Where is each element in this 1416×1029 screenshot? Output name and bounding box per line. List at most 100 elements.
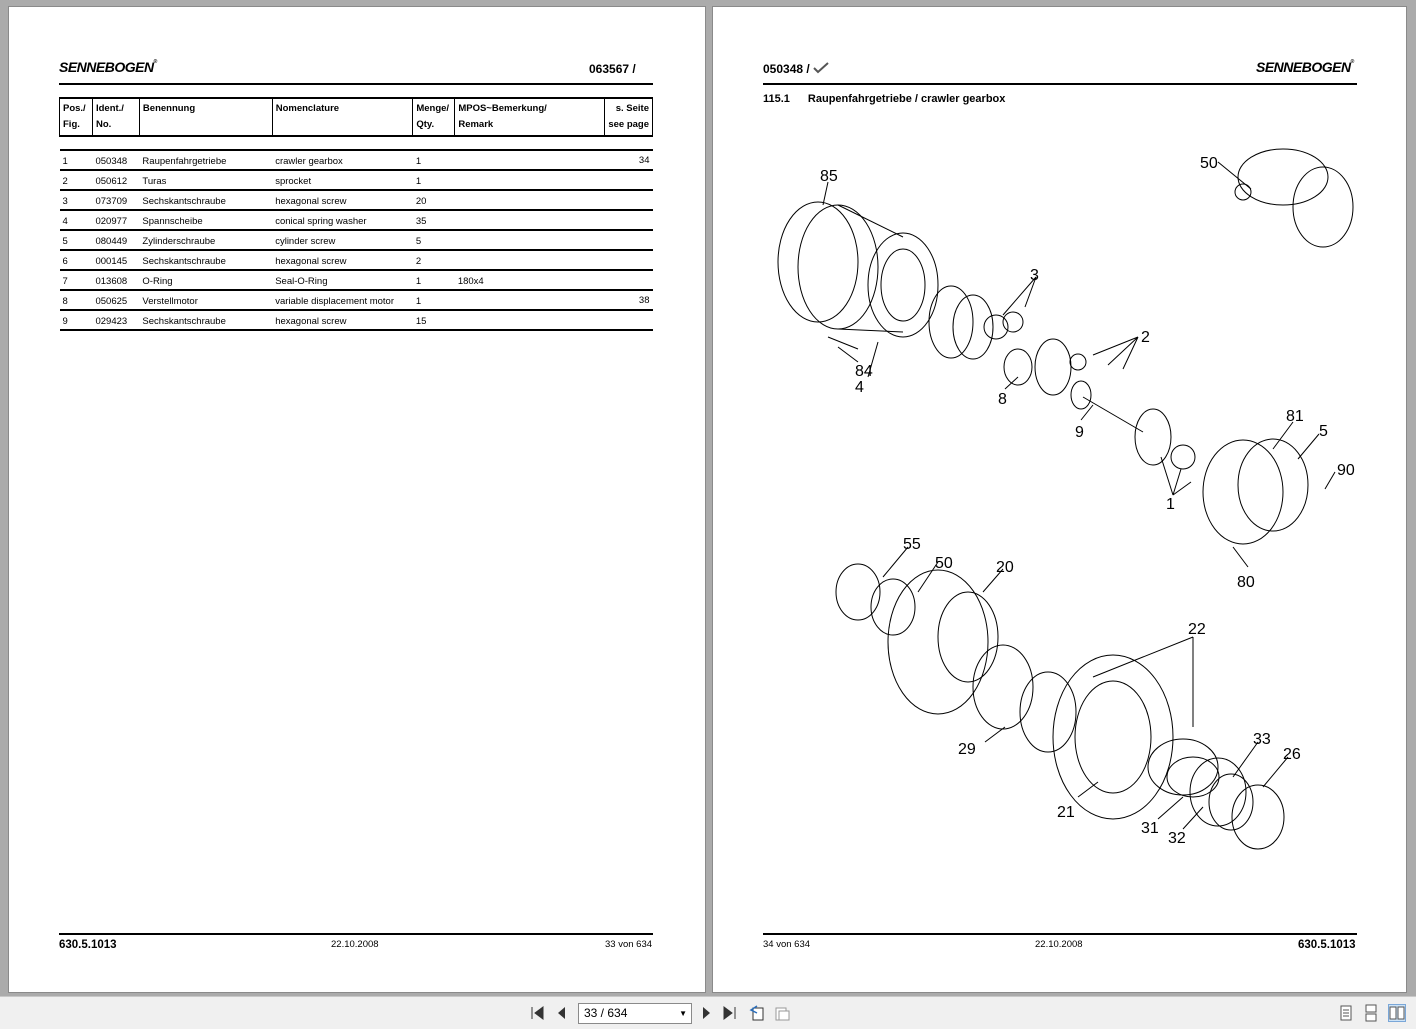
previous-view-button[interactable] <box>748 1004 766 1022</box>
cell-benennung: Zylinderschraube <box>139 230 273 251</box>
cell-see-page <box>604 230 653 251</box>
cell-qty: 20 <box>412 190 455 211</box>
callout-label: 3 <box>1030 267 1039 284</box>
callout-label: 8 <box>998 391 1007 408</box>
cell-benennung: O-Ring <box>139 270 273 291</box>
header-remark: MPOS~Bemerkung/Remark <box>454 97 605 137</box>
footer-page: 34 von 634 <box>763 939 811 950</box>
header-qty: Menge/Qty. <box>412 97 455 137</box>
cell-qty: 1 <box>412 290 455 311</box>
cell-see-page <box>604 210 653 231</box>
last-page-icon <box>723 1006 736 1020</box>
cell-qty: 15 <box>412 310 455 331</box>
cell-ident: 073709 <box>92 190 140 211</box>
cell-see-page[interactable]: 38 <box>604 290 653 311</box>
continuous-view-button[interactable] <box>1362 1004 1380 1022</box>
footer-page: 33 von 634 <box>605 939 653 950</box>
exploded-view-drawing: 85 50 3 2 84 4 8 9 81 5 90 1 80 55 50 20… <box>777 148 1355 850</box>
callout-label: 85 <box>820 168 838 185</box>
cell-remark: 180x4 <box>454 270 605 291</box>
callout-label: 26 <box>1283 746 1301 763</box>
previous-view-icon <box>749 1005 764 1021</box>
table-row: 7 013608 O-Ring Seal-O-Ring 1 180x4 <box>59 270 653 291</box>
table-row: 1 050348 Raupenfahrgetriebe crawler gear… <box>59 150 653 171</box>
cell-benennung: Sechskantschraube <box>139 190 273 211</box>
header-ident: Ident./No. <box>91 97 140 137</box>
cell-pos: 3 <box>59 190 93 211</box>
cell-qty: 5 <box>412 230 455 251</box>
callout-label: 5 <box>1319 423 1328 440</box>
cell-ident: 020977 <box>92 210 140 231</box>
first-page-button[interactable] <box>528 1004 546 1022</box>
single-page-icon <box>1340 1005 1352 1021</box>
cell-see-page[interactable]: 34 <box>604 150 653 171</box>
callout-label: 9 <box>1075 424 1084 441</box>
footer-doc-number: 630.5.1013 <box>1298 939 1356 951</box>
callout-label: 81 <box>1286 408 1304 425</box>
header-rule <box>763 83 1357 85</box>
document-number: 063567 / <box>589 62 636 76</box>
cell-ident: 050612 <box>92 170 140 191</box>
callout-label: 50 <box>1200 155 1218 172</box>
cell-ident: 050625 <box>92 290 140 311</box>
cell-remark <box>454 310 605 331</box>
callout-label: 20 <box>996 559 1014 576</box>
sennebogen-logo: SENNEBOGEN® <box>1256 59 1354 75</box>
cell-remark <box>454 210 605 231</box>
cell-pos: 2 <box>59 170 93 191</box>
single-page-view-button[interactable] <box>1337 1004 1355 1022</box>
cell-pos: 5 <box>59 230 93 251</box>
last-page-button[interactable] <box>721 1004 739 1022</box>
continuous-icon <box>1365 1004 1377 1022</box>
callout-label: 1 <box>1166 496 1175 513</box>
next-page-button[interactable] <box>697 1004 715 1022</box>
viewer-toolbar: 33 / 634 ▼ <box>0 996 1416 1029</box>
table-spacer <box>59 136 653 151</box>
cell-ident: 029423 <box>92 310 140 331</box>
callout-label: 29 <box>958 741 976 758</box>
cell-nomenclature: variable displacement motor <box>272 290 413 311</box>
cell-benennung: Raupenfahrgetriebe <box>139 150 273 171</box>
facing-pages-icon <box>1389 1006 1405 1020</box>
cell-see-page <box>604 310 653 331</box>
cell-see-page <box>604 190 653 211</box>
page-number-select[interactable]: 33 / 634 ▼ <box>578 1003 692 1024</box>
cell-remark <box>454 150 605 171</box>
table-row: 8 050625 Verstellmotor variable displace… <box>59 290 653 311</box>
table-row: 3 073709 Sechskantschraube hexagonal scr… <box>59 190 653 211</box>
footer-rule <box>59 933 653 935</box>
cell-remark <box>454 170 605 191</box>
cell-pos: 6 <box>59 250 93 271</box>
callout-label: 80 <box>1237 574 1255 591</box>
callout-label: 33 <box>1253 731 1271 748</box>
footer-date: 22.10.2008 <box>331 939 379 950</box>
cell-pos: 7 <box>59 270 93 291</box>
sennebogen-logo: SENNEBOGEN® <box>59 59 157 75</box>
cell-see-page <box>604 250 653 271</box>
previous-page-button[interactable] <box>553 1004 571 1022</box>
cell-remark <box>454 190 605 211</box>
cell-remark <box>454 250 605 271</box>
cell-qty: 2 <box>412 250 455 271</box>
cell-nomenclature: crawler gearbox <box>272 150 413 171</box>
cell-nomenclature: hexagonal screw <box>272 310 413 331</box>
parts-table: Pos./Fig. Ident./No. Benennung Nomenclat… <box>59 97 653 331</box>
table-row: 9 029423 Sechskantschraube hexagonal scr… <box>59 310 653 331</box>
page-indicator: 33 / 634 <box>584 1006 628 1020</box>
facing-pages-view-button[interactable] <box>1388 1004 1406 1022</box>
section-number: 115.1 <box>763 93 790 105</box>
cell-benennung: Spannscheibe <box>139 210 273 231</box>
cell-benennung: Turas <box>139 170 273 191</box>
left-page: SENNEBOGEN® 063567 / Pos./Fig. Ident./No… <box>8 6 706 993</box>
cell-qty: 1 <box>412 150 455 171</box>
cell-remark <box>454 230 605 251</box>
table-row: 5 080449 Zylinderschraube cylinder screw… <box>59 230 653 251</box>
cell-pos: 4 <box>59 210 93 231</box>
next-page-icon <box>703 1007 710 1019</box>
cell-nomenclature: sprocket <box>272 170 413 191</box>
cell-benennung: Sechskantschraube <box>139 250 273 271</box>
next-view-button[interactable] <box>773 1004 791 1022</box>
cell-benennung: Sechskantschraube <box>139 310 273 331</box>
